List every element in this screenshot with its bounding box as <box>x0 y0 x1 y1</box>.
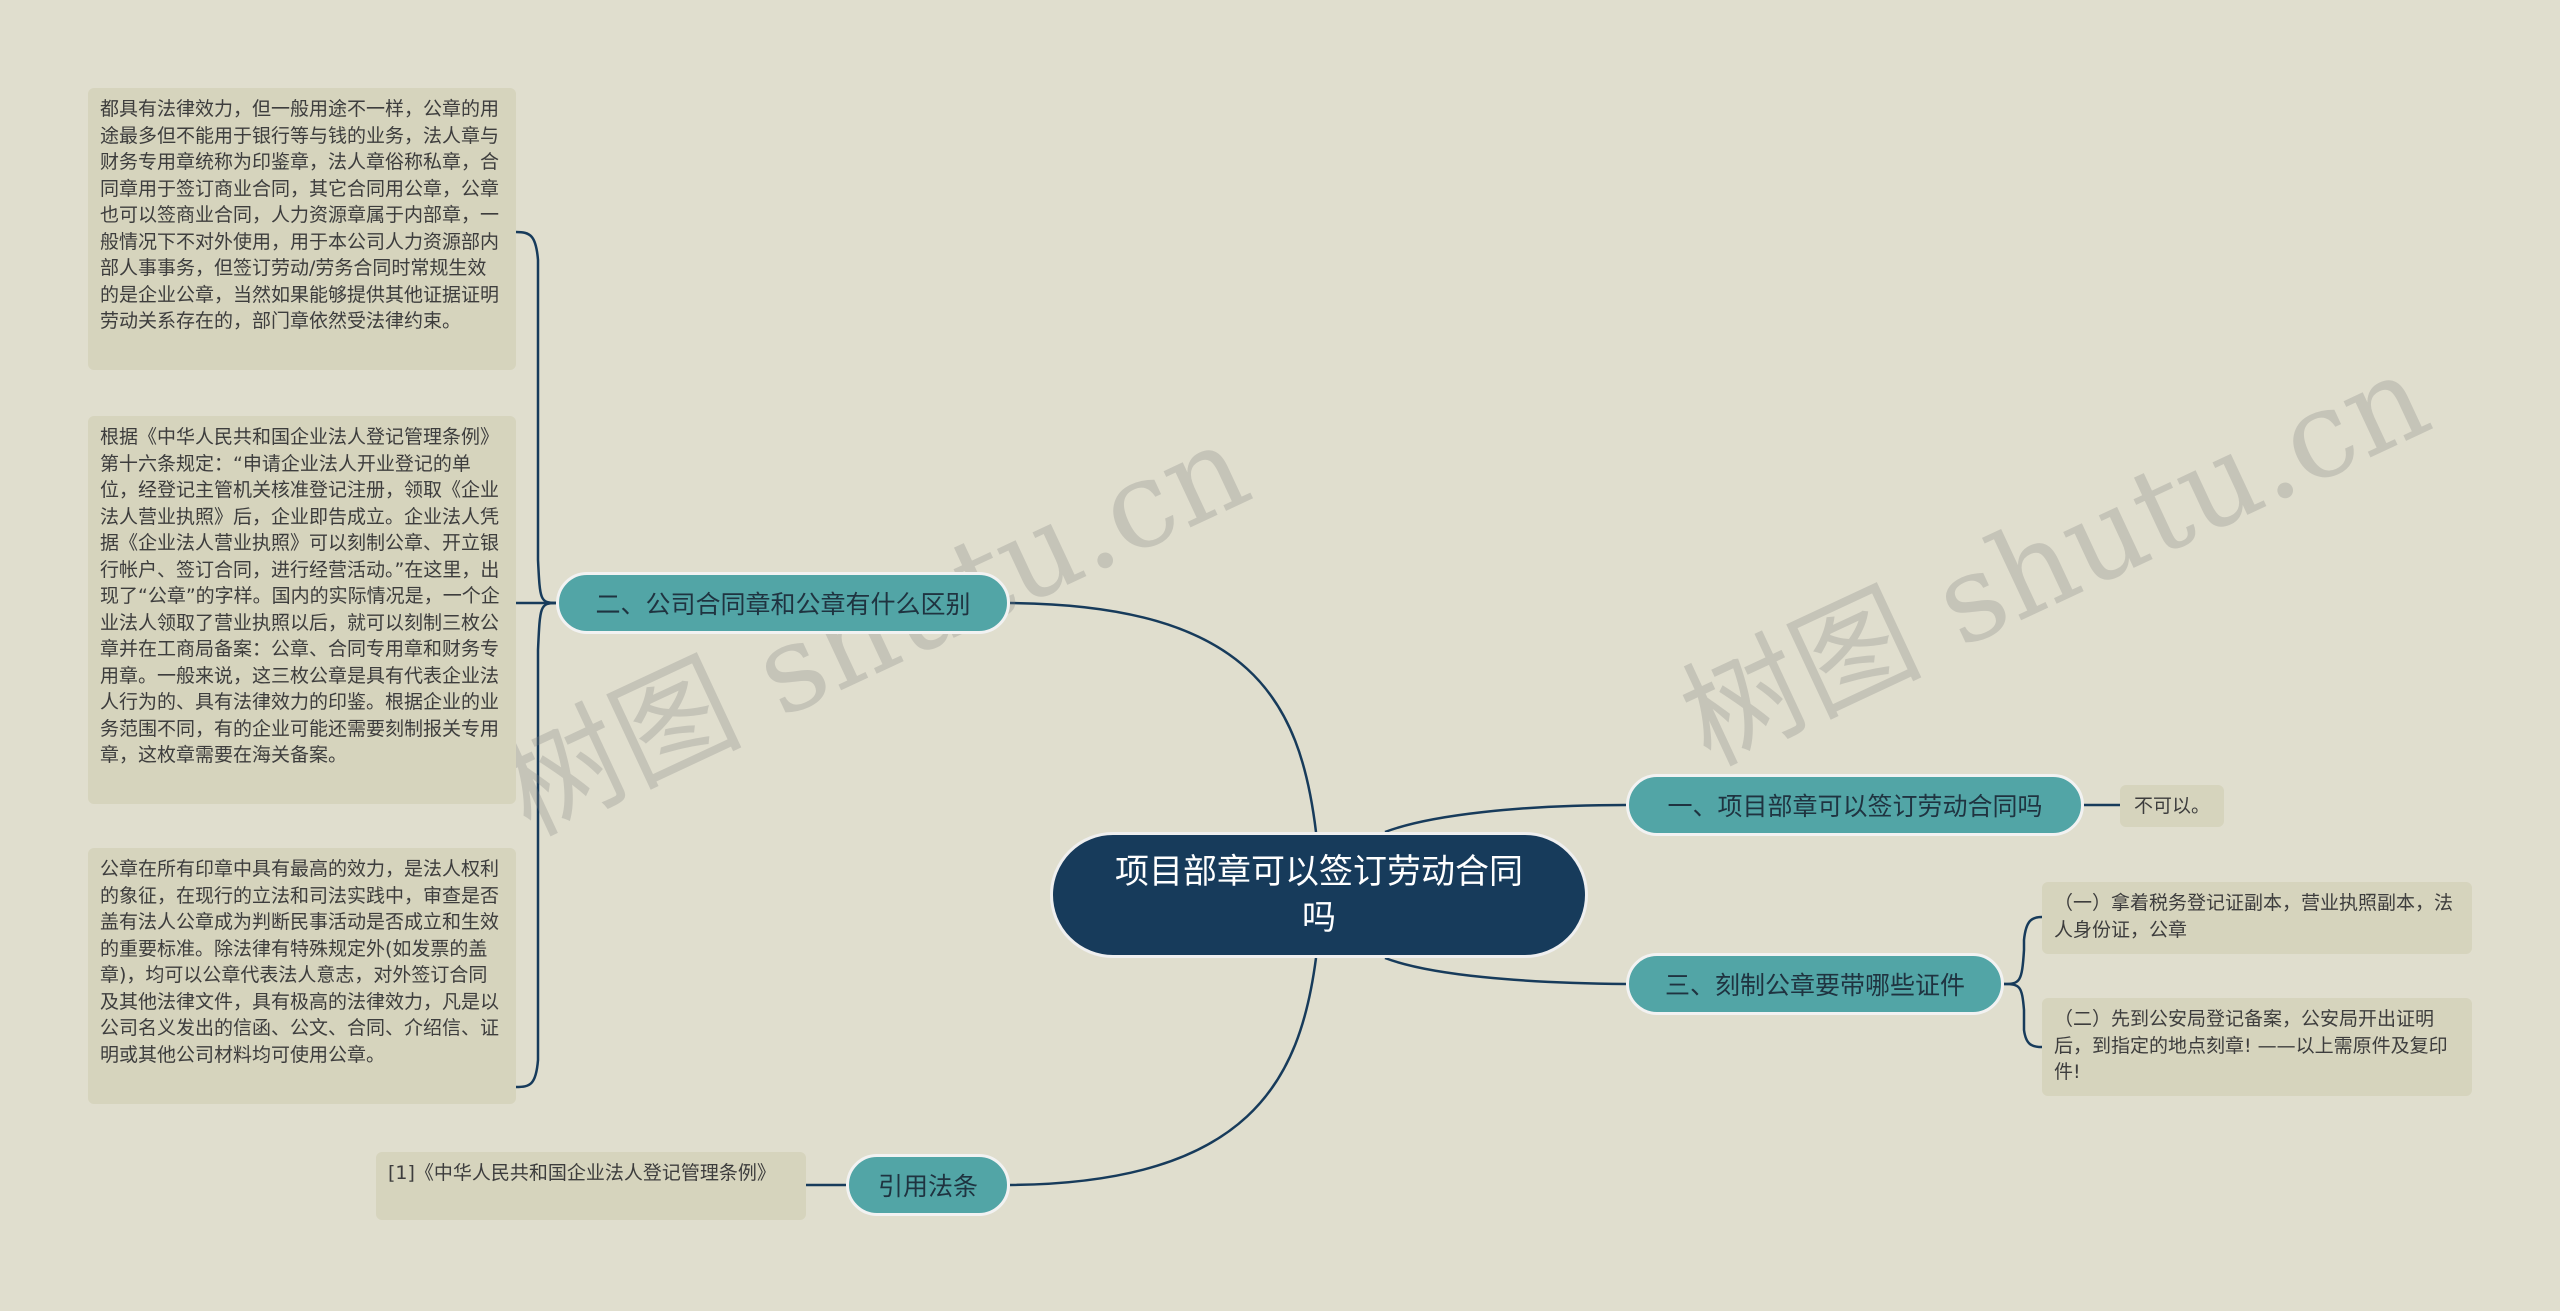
branch-4-label: 引用法条 <box>877 1172 978 1201</box>
leaf-b3-police-text: （二）先到公安局登记备案，公安局开出证明后，到指定的地点刻章! ——以上需原件及… <box>2054 1008 2448 1083</box>
branch-1-label: 一、项目部章可以签订劳动合同吗 <box>1667 792 2043 821</box>
leaf-b3-police[interactable]: （二）先到公安局登记备案，公安局开出证明后，到指定的地点刻章! ——以上需原件及… <box>2042 998 2472 1096</box>
link-b2-leaf3 <box>515 601 557 1089</box>
leaf-b2-validity-text: 公章在所有印章中具有最高的效力，是法人权利的象征，在现行的立法和司法实践中，审查… <box>100 858 500 1066</box>
link-b2-leaf1 <box>515 230 557 605</box>
leaf-b2-usage[interactable]: 都具有法律效力，但一般用途不一样，公章的用途最多但不能用于银行等与钱的业务，法人… <box>88 88 516 370</box>
link-root-b2 <box>1009 601 1318 833</box>
root-topic-label: 项目部章可以签订劳动合同吗 <box>1115 852 1523 938</box>
branch-1[interactable]: 一、项目部章可以签订劳动合同吗 <box>1626 774 2084 836</box>
branch-2-label: 二、公司合同章和公章有什么区别 <box>595 590 971 619</box>
leaf-b3-documents[interactable]: （一）拿着税务登记证副本，营业执照副本，法人身份证，公章 <box>2042 882 2472 954</box>
branch-2[interactable]: 二、公司合同章和公章有什么区别 <box>556 572 1010 634</box>
leaf-b1-answer-text: 不可以。 <box>2133 794 2210 817</box>
leaf-b3-documents-text: （一）拿着税务登记证副本，营业执照副本，法人身份证，公章 <box>2054 892 2454 941</box>
link-root-b4 <box>1009 957 1318 1187</box>
branch-3[interactable]: 三、刻制公章要带哪些证件 <box>1626 953 2004 1015</box>
link-b3-leaf1 <box>2003 915 2043 986</box>
leaf-b1-answer[interactable]: 不可以。 <box>2120 785 2224 827</box>
leaf-b2-validity[interactable]: 公章在所有印章中具有最高的效力，是法人权利的象征，在现行的立法和司法实践中，审查… <box>88 848 516 1104</box>
link-root-b1 <box>1384 803 1627 834</box>
link-b3-leaf2 <box>2003 982 2043 1049</box>
leaf-b2-usage-text: 都具有法律效力，但一般用途不一样，公章的用途最多但不能用于银行等与钱的业务，法人… <box>100 98 500 332</box>
root-topic[interactable]: 项目部章可以签订劳动合同吗 <box>1050 832 1588 958</box>
leaf-b4-citation-text: [1]《中华人民共和国企业法人登记管理条例》 <box>388 1162 776 1184</box>
link-root-b3 <box>1384 956 1627 986</box>
branch-4[interactable]: 引用法条 <box>846 1154 1010 1216</box>
leaf-b2-regulation-text: 根据《中华人民共和国企业法人登记管理条例》第十六条规定：“申请企业法人开业登记的… <box>100 426 500 766</box>
branch-3-label: 三、刻制公章要带哪些证件 <box>1664 971 1965 1000</box>
leaf-b4-citation[interactable]: [1]《中华人民共和国企业法人登记管理条例》 <box>376 1152 806 1220</box>
leaf-b2-regulation[interactable]: 根据《中华人民共和国企业法人登记管理条例》第十六条规定：“申请企业法人开业登记的… <box>88 416 516 804</box>
